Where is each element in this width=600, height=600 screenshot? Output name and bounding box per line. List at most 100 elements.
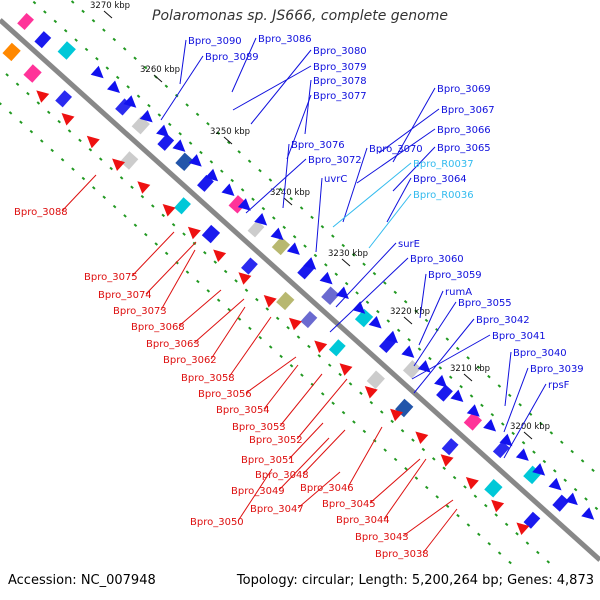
forward-gene-label: Bpro_3041 bbox=[492, 331, 546, 342]
lane-tick-3 bbox=[507, 393, 512, 398]
reverse-arrow bbox=[314, 340, 328, 353]
lane-tick-0 bbox=[320, 392, 325, 396]
lane-tick-1 bbox=[36, 101, 41, 105]
lane-tick-3 bbox=[268, 178, 273, 182]
lane-tick-1 bbox=[442, 466, 446, 470]
map-title: Polaromonas sp. JS666, complete genome bbox=[152, 8, 448, 24]
lane-tick-0 bbox=[102, 195, 106, 199]
lane-tick-2 bbox=[448, 375, 453, 379]
lane-tick-0 bbox=[300, 373, 304, 377]
forward-label-leader bbox=[418, 290, 444, 346]
lane-tick-3 bbox=[383, 281, 387, 285]
lane-tick-1 bbox=[119, 176, 124, 180]
lane-tick-1 bbox=[99, 157, 103, 161]
lane-tick-1 bbox=[452, 475, 457, 480]
lane-tick-3 bbox=[372, 271, 377, 276]
lane-tick-2 bbox=[584, 497, 588, 501]
lane-tick-2 bbox=[469, 394, 474, 398]
lane-tick-2 bbox=[32, 0, 37, 5]
lane-tick-0 bbox=[71, 167, 75, 171]
forward-gene-label: Bpro_3090 bbox=[188, 36, 242, 47]
forward-label-leader bbox=[304, 79, 312, 135]
gene-feature bbox=[436, 384, 453, 402]
forward-gene-label: Bpro_R0036 bbox=[413, 190, 474, 201]
lane-tick-3 bbox=[185, 103, 189, 107]
lane-tick-0 bbox=[185, 270, 190, 274]
lane-tick-0 bbox=[383, 448, 387, 452]
reverse-gene-label: Bpro_3054 bbox=[216, 405, 270, 416]
lane-tick-1 bbox=[57, 119, 61, 124]
lane-tick-1 bbox=[234, 279, 238, 283]
lane-tick-1 bbox=[400, 428, 405, 433]
forward-arrow bbox=[434, 374, 448, 388]
forward-gene-label: Bpro_3077 bbox=[313, 91, 367, 102]
lane-tick-1 bbox=[296, 335, 301, 339]
lane-tick-3 bbox=[258, 168, 262, 173]
lane-tick-0 bbox=[341, 410, 346, 415]
forward-label-leader bbox=[232, 65, 312, 111]
lane-tick-1 bbox=[5, 73, 9, 77]
lane-tick-1 bbox=[161, 213, 166, 218]
lane-tick-2 bbox=[230, 178, 234, 183]
reverse-label-leader bbox=[228, 316, 272, 378]
lane-tick-0 bbox=[8, 111, 13, 115]
gene-feature bbox=[23, 64, 42, 83]
lane-tick-3 bbox=[476, 365, 481, 370]
reverse-label-leader bbox=[131, 231, 175, 277]
lane-tick-2 bbox=[303, 244, 307, 248]
lane-tick-2 bbox=[95, 57, 99, 61]
kbp-tick-mark bbox=[103, 10, 113, 19]
lane-tick-0 bbox=[206, 289, 211, 293]
forward-arrow bbox=[139, 109, 153, 123]
reverse-label-leader bbox=[369, 458, 421, 504]
forward-arrow bbox=[156, 124, 170, 138]
forward-gene-label: Bpro_3072 bbox=[308, 155, 362, 166]
forward-gene-label: Bpro_3069 bbox=[437, 84, 491, 95]
forward-arrow bbox=[205, 168, 219, 182]
lane-tick-3 bbox=[445, 337, 450, 341]
lane-tick-3 bbox=[403, 299, 408, 304]
forward-label-leader bbox=[503, 383, 547, 459]
lane-tick-2 bbox=[272, 216, 276, 220]
lane-tick-2 bbox=[240, 188, 245, 192]
lane-tick-2 bbox=[220, 169, 224, 173]
lane-tick-2 bbox=[157, 113, 162, 117]
forward-arrow bbox=[107, 80, 120, 93]
lane-tick-0 bbox=[445, 504, 450, 509]
lane-tick-0 bbox=[268, 345, 273, 349]
lane-tick-1 bbox=[151, 204, 155, 208]
forward-gene-label: Bpro_3042 bbox=[476, 315, 530, 326]
gene-feature bbox=[201, 224, 221, 244]
reverse-gene-label: Bpro_3062 bbox=[163, 355, 217, 366]
lane-tick-3 bbox=[414, 309, 418, 313]
lane-tick-3 bbox=[143, 65, 148, 70]
lane-tick-3 bbox=[362, 262, 366, 266]
kbp-tick-label: 3240 kbp bbox=[270, 188, 310, 198]
lane-tick-2 bbox=[251, 197, 255, 202]
forward-gene-label: Bpro_3060 bbox=[410, 254, 464, 265]
forward-arrow bbox=[254, 212, 268, 226]
gene-feature bbox=[492, 441, 510, 459]
forward-arrow bbox=[385, 330, 398, 344]
gene-feature bbox=[321, 286, 340, 305]
lane-tick-1 bbox=[484, 503, 488, 508]
forward-arrow bbox=[270, 227, 284, 241]
lane-tick-3 bbox=[102, 28, 106, 32]
lane-tick-1 bbox=[307, 344, 311, 349]
reverse-arrow bbox=[263, 295, 277, 308]
forward-gene-label: Bpro_3065 bbox=[437, 143, 491, 154]
forward-arrow bbox=[368, 315, 382, 329]
reverse-label-leader bbox=[210, 306, 246, 360]
lane-tick-0 bbox=[352, 420, 356, 424]
gene-feature bbox=[271, 236, 291, 256]
reverse-gene-label: Bpro_3068 bbox=[131, 322, 185, 333]
reverse-label-leader bbox=[61, 174, 97, 212]
lane-tick-0 bbox=[123, 214, 127, 218]
forward-arrow bbox=[123, 95, 137, 108]
forward-gene-label: Bpro_3067 bbox=[441, 105, 495, 116]
lane-tick-2 bbox=[396, 328, 401, 333]
lane-tick-0 bbox=[144, 232, 148, 237]
reverse-label-leader bbox=[263, 364, 299, 410]
lane-tick-2 bbox=[521, 441, 526, 445]
kbp-tick-label: 3260 kbp bbox=[140, 65, 180, 75]
